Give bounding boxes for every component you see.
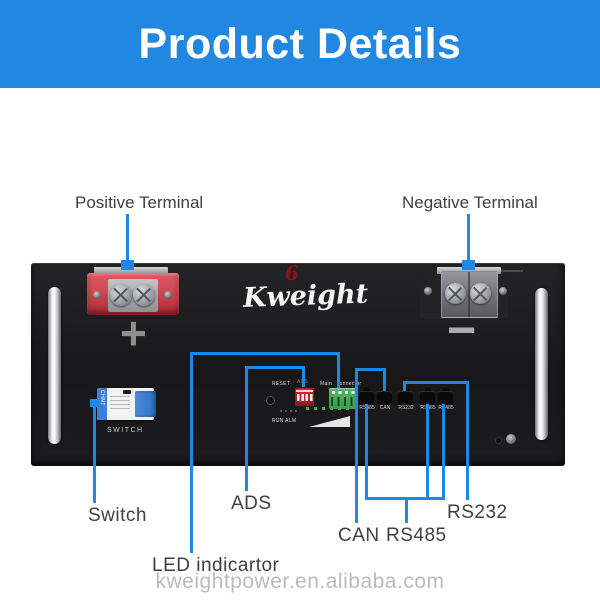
- negative-screw-right: [470, 283, 491, 304]
- panel-hole: [495, 437, 502, 444]
- port-nub: [425, 388, 431, 392]
- right-handle: [535, 288, 548, 440]
- negative-terminal-busbar: [437, 267, 501, 274]
- callout-marker-switch: [90, 399, 98, 407]
- callout-line-rs232-leg: [403, 381, 406, 391]
- positive-ear-screw-left: [93, 291, 101, 299]
- callout-line-rs485-leg3: [442, 404, 445, 499]
- port-socket: [398, 391, 413, 404]
- label-rs485: RS485: [386, 525, 447, 546]
- callout-line-switch: [93, 405, 96, 503]
- callout-line-led-leg: [337, 352, 340, 388]
- callout-line-rs232-horizontal: [403, 381, 469, 384]
- breaker-brand-strip: CHNT: [97, 388, 107, 420]
- breaker-toggle: [135, 391, 156, 417]
- port-label: CAN: [379, 405, 391, 411]
- soc-wedge: [309, 416, 350, 427]
- label-rs232: RS232: [447, 502, 508, 523]
- callout-line-can-leg: [383, 368, 386, 391]
- negative-ear-screw-left: [424, 287, 432, 295]
- positive-ear-screw-right: [164, 291, 172, 299]
- label-can: CAN: [338, 525, 380, 546]
- label-led-indicator: LED indicartor: [152, 555, 280, 576]
- left-handle: [48, 287, 61, 444]
- label-negative-terminal: Negative Terminal: [402, 193, 538, 212]
- run-alm-label: RUN ALM: [272, 418, 297, 424]
- callout-line-rs485-drop: [405, 497, 408, 523]
- breaker-spec-markings: [110, 396, 130, 412]
- status-led-row: [280, 410, 298, 412]
- main-connector-label: Main connector: [320, 381, 362, 387]
- positive-terminal-busbar: [94, 267, 168, 274]
- minus-symbol: −: [447, 302, 477, 358]
- callout-line-ads-vertical: [245, 366, 248, 491]
- callout-marker-negative: [462, 260, 475, 270]
- header-banner: Product Details: [0, 0, 600, 88]
- callout-line-can-horizontal: [355, 368, 386, 371]
- main-connector: [329, 388, 357, 409]
- breaker-window: [123, 390, 131, 394]
- main-connector-slots: [331, 397, 356, 406]
- watermark: kweightpower.en.alibaba.com: [155, 570, 445, 593]
- dip-scale: [296, 390, 313, 392]
- negative-ear-screw-right: [499, 287, 507, 295]
- callout-line-rs485-leg2: [426, 404, 429, 499]
- switch-caption: SWITCH: [107, 427, 144, 434]
- negative-screw-left: [445, 283, 466, 304]
- brand-mark: 6: [285, 261, 299, 285]
- callout-line-rs485-leg1: [365, 404, 368, 499]
- panel-screw: [506, 434, 516, 444]
- reset-label: RESET: [272, 381, 291, 387]
- port-label: RS485: [438, 405, 454, 411]
- dip-sliders: [297, 394, 313, 401]
- port-socket: [420, 391, 435, 404]
- callout-line-led-vertical: [190, 352, 193, 553]
- port-socket: [438, 391, 453, 404]
- brand-logo: Kweight: [242, 278, 369, 314]
- port-nub: [403, 388, 409, 392]
- callout-line-negative: [467, 214, 470, 262]
- negative-busbar-extension: [500, 270, 523, 272]
- label-positive-terminal: Positive Terminal: [75, 193, 204, 212]
- callout-line-rs232-vertical: [466, 381, 469, 500]
- circuit-breaker: CHNT: [97, 388, 156, 420]
- soc-led-row: [306, 407, 350, 410]
- port-nub: [364, 388, 370, 392]
- positive-screw-left: [110, 284, 132, 306]
- callout-marker-positive: [121, 260, 134, 270]
- callout-line-ads-leg: [302, 366, 305, 387]
- main-connector-pins: [332, 391, 356, 394]
- callout-line-can-vertical: [355, 368, 358, 523]
- callout-line-positive: [126, 214, 129, 262]
- port-socket: [359, 391, 374, 404]
- label-ads: ADS: [231, 493, 272, 514]
- ads-dip-switch: [295, 388, 314, 406]
- page-title: Product Details: [138, 20, 462, 68]
- port-socket: [377, 391, 392, 404]
- port-nub: [443, 388, 449, 392]
- callout-line-led-horizontal: [190, 352, 340, 355]
- plus-symbol: +: [120, 307, 147, 359]
- label-switch: Switch: [88, 505, 147, 526]
- callout-line-ads-horizontal: [245, 366, 305, 369]
- port-label: RS232: [398, 405, 414, 411]
- positive-screw-right: [133, 284, 155, 306]
- reset-button: [266, 396, 275, 405]
- breaker-brand-label: CHNT: [99, 390, 105, 406]
